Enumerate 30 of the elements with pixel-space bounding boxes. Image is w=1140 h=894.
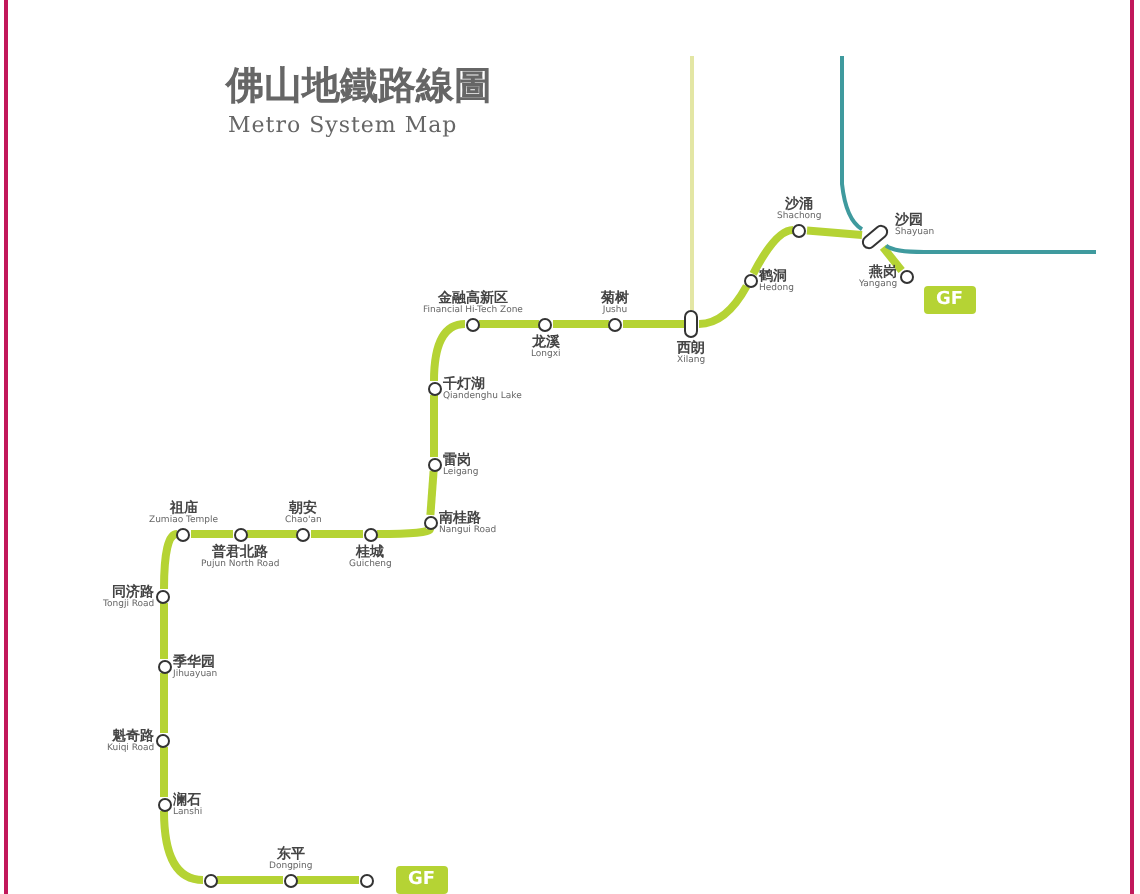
- metro-line: [690, 56, 694, 310]
- metro-line: [879, 244, 905, 274]
- line-badge: GF: [924, 286, 976, 314]
- metro-line: [840, 56, 864, 231]
- metro-line: [698, 284, 751, 328]
- metro-line: [884, 243, 1096, 254]
- line-badge: GF: [396, 866, 448, 894]
- metro-line: [160, 530, 179, 590]
- station-circle: [203, 873, 217, 887]
- station-circle: [359, 873, 373, 887]
- metro-line: [160, 603, 168, 659]
- metro-line: [749, 226, 794, 276]
- metro-line: [377, 525, 433, 538]
- metro-line: [623, 320, 685, 328]
- map-title: 佛山地鐵路線圖: [226, 62, 492, 112]
- metro-line: [191, 530, 233, 538]
- metro-line: [160, 747, 168, 797]
- metro-line: [217, 876, 283, 884]
- metro-line: [297, 876, 359, 884]
- metro-line: [160, 810, 204, 884]
- metro-line: [311, 530, 363, 538]
- metro-line: [806, 226, 863, 239]
- map-subtitle: Metro System Map: [228, 112, 458, 138]
- metro-line: [430, 395, 438, 457]
- metro-line: [160, 673, 168, 733]
- metro-line: [426, 470, 438, 516]
- metro-line: [430, 320, 466, 382]
- metro-line: [553, 320, 609, 328]
- metro-line: [479, 320, 539, 328]
- metro-line: [247, 530, 297, 538]
